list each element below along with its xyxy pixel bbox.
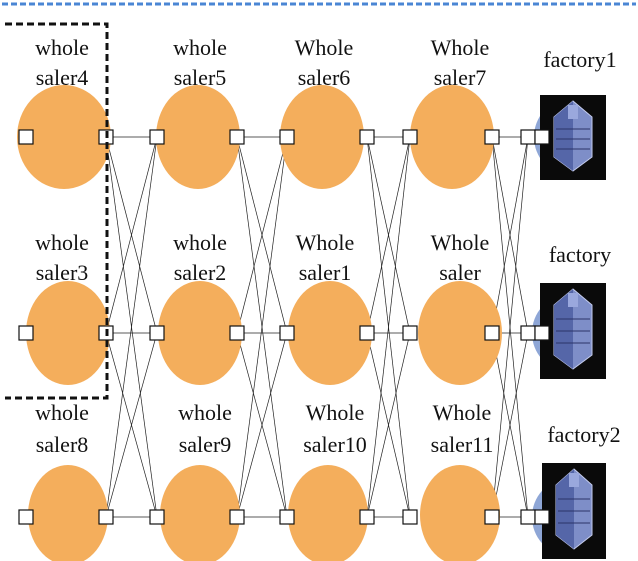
factory-label: factory <box>549 242 611 267</box>
factory-building-icon <box>540 283 606 379</box>
port-square[interactable] <box>18 325 34 341</box>
network-link <box>105 332 158 518</box>
wholesaler-label-line1: whole <box>173 230 227 255</box>
wholesaler-label-line1: whole <box>35 230 89 255</box>
wholesaler-label-line2: saler3 <box>36 260 89 285</box>
port-square[interactable] <box>18 129 34 145</box>
network-link <box>366 136 411 518</box>
wholesaler-node-10[interactable]: Whole saler10 <box>288 400 368 561</box>
network-link <box>491 332 529 518</box>
port-square[interactable] <box>98 509 114 525</box>
wholesaler-label-line2: saler5 <box>174 65 227 90</box>
port-square[interactable] <box>534 325 550 341</box>
factory-node-1[interactable]: factory1 <box>534 47 617 180</box>
wholesaler-label-line1: Whole <box>433 400 492 425</box>
wholesaler-label-line2: saler4 <box>36 65 89 90</box>
port-square[interactable] <box>229 129 245 145</box>
port-layer <box>18 129 550 525</box>
network-link <box>236 332 288 518</box>
port-square[interactable] <box>520 509 536 525</box>
wholesaler-label-line2: saler7 <box>434 65 487 90</box>
wholesaler-node-7[interactable]: Whole saler7 <box>410 35 494 189</box>
wholesaler-node-8[interactable]: whole saler8 <box>28 400 108 561</box>
wholesaler-label-line2: saler10 <box>303 432 367 457</box>
wholesaler-node-2[interactable]: whole saler2 <box>158 230 242 385</box>
wholesaler-label-line2: saler8 <box>36 432 89 457</box>
wholesaler-node-1[interactable]: Whole saler1 <box>288 230 372 385</box>
port-square[interactable] <box>229 325 245 341</box>
network-link <box>366 136 411 334</box>
factory-label: factory1 <box>543 47 616 72</box>
port-square[interactable] <box>520 325 536 341</box>
network-link <box>491 136 529 518</box>
factory-building-icon <box>540 95 606 180</box>
port-square[interactable] <box>520 129 536 145</box>
port-square[interactable] <box>534 129 550 145</box>
wholesaler-label-line2: saler6 <box>298 65 351 90</box>
network-link <box>105 136 158 518</box>
wholesaler-node-5[interactable]: whole saler5 <box>156 35 240 189</box>
wholesaler-label-line2: saler1 <box>299 260 352 285</box>
wholesaler-label-line1: whole <box>35 400 89 425</box>
port-square[interactable] <box>279 509 295 525</box>
port-square[interactable] <box>402 509 418 525</box>
factory-label: factory2 <box>547 422 620 447</box>
port-square[interactable] <box>149 129 165 145</box>
port-square[interactable] <box>229 509 245 525</box>
factory-node-2[interactable]: factory2 <box>532 422 621 559</box>
wholesaler-label-line2: saler <box>439 260 481 285</box>
link-layer <box>105 136 542 518</box>
network-link <box>491 136 529 334</box>
port-square[interactable] <box>149 325 165 341</box>
wholesaler-label-line1: Whole <box>306 400 365 425</box>
wholesaler-label-line1: Whole <box>295 35 354 60</box>
port-square[interactable] <box>359 325 375 341</box>
wholesaler-label-line2: saler9 <box>179 432 232 457</box>
port-square[interactable] <box>149 509 165 525</box>
wholesaler-label-line2: saler2 <box>174 260 227 285</box>
port-square[interactable] <box>484 129 500 145</box>
port-square[interactable] <box>359 509 375 525</box>
wholesaler-label-line1: whole <box>173 35 227 60</box>
wholesaler-node-4[interactable]: whole saler4 <box>17 35 111 189</box>
factory-node-0[interactable]: factory <box>532 242 611 379</box>
network-link <box>105 136 158 334</box>
wholesaler-node-11[interactable]: Whole saler11 <box>420 400 500 561</box>
port-square[interactable] <box>402 129 418 145</box>
port-square[interactable] <box>359 129 375 145</box>
port-square[interactable] <box>402 325 418 341</box>
wholesaler-label-line1: whole <box>35 35 89 60</box>
wholesaler-label-line1: Whole <box>431 35 490 60</box>
port-square[interactable] <box>279 129 295 145</box>
wholesaler-node-9[interactable]: whole saler9 <box>160 400 240 561</box>
network-link <box>236 136 288 518</box>
wholesaler-node-6[interactable]: Whole saler6 <box>280 35 364 189</box>
port-square[interactable] <box>18 509 34 525</box>
port-square[interactable] <box>484 509 500 525</box>
port-square[interactable] <box>484 325 500 341</box>
factory-building-icon <box>542 463 606 559</box>
network-link <box>366 332 411 518</box>
wholesaler-label-line1: Whole <box>431 230 490 255</box>
port-square[interactable] <box>534 509 550 525</box>
wholesaler-node-x[interactable]: Whole saler <box>418 230 502 385</box>
wholesaler-label-line1: whole <box>178 400 232 425</box>
port-square[interactable] <box>279 325 295 341</box>
wholesaler-node-3[interactable]: whole saler3 <box>26 230 110 385</box>
network-link <box>236 136 288 334</box>
wholesaler-label-line1: Whole <box>296 230 355 255</box>
wholesaler-label-line2: saler11 <box>431 432 494 457</box>
selection-boundary <box>5 22 109 400</box>
